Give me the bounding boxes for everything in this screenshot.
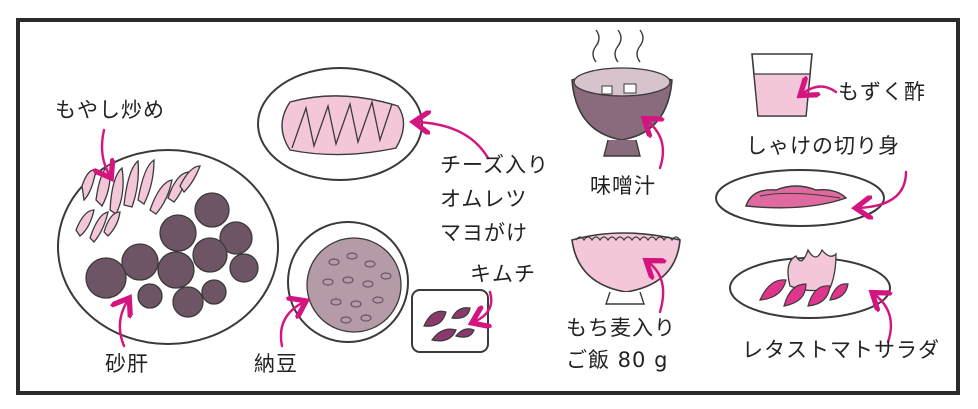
miso-soup-bowl-icon xyxy=(571,29,673,157)
arrow-salad xyxy=(874,294,891,344)
arrow-mozuku xyxy=(802,86,838,94)
label-rice: もち麦入り ご飯 80 g xyxy=(566,312,676,376)
label-omelette-line1: チーズ入り xyxy=(440,153,549,177)
label-omelette-line2: オムレツ xyxy=(440,187,528,211)
label-salad: レタストマトサラダ xyxy=(742,338,940,362)
label-misoshiru: 味噌汁 xyxy=(590,174,656,198)
moyashi-sunagimo-plate-icon xyxy=(57,149,279,345)
arrow-moyashi xyxy=(102,128,110,176)
label-mozuku: もずく酢 xyxy=(838,80,926,104)
salad-plate-icon xyxy=(729,248,891,319)
arrow-salmon xyxy=(858,170,908,208)
label-kimchi: キムチ xyxy=(470,262,536,286)
label-natto: 納豆 xyxy=(254,352,298,376)
omelette-plate-icon xyxy=(257,67,423,181)
label-rice-line2: ご飯 80 g xyxy=(566,348,669,372)
label-omelette-line3: マヨがけ xyxy=(440,221,528,245)
label-salmon: しゃけの切り身 xyxy=(746,134,900,158)
label-omelette: チーズ入り オムレツ マヨがけ xyxy=(440,148,549,250)
arrow-rice xyxy=(648,262,663,314)
arrow-omelette xyxy=(416,122,490,160)
salmon-plate-icon xyxy=(715,169,885,227)
arrow-sunagimo xyxy=(120,300,128,348)
arrow-natto xyxy=(279,302,304,348)
label-moyashi: もやし炒め xyxy=(55,98,165,122)
arrows-layer xyxy=(102,86,908,348)
mozuku-glass-icon xyxy=(751,53,813,117)
arrow-misoshiru xyxy=(646,120,663,170)
label-rice-line1: もち麦入り xyxy=(566,316,676,340)
natto-bowl-icon xyxy=(287,221,409,343)
label-sunagimo: 砂肝 xyxy=(105,352,149,376)
arrow-kimchi xyxy=(474,290,493,322)
